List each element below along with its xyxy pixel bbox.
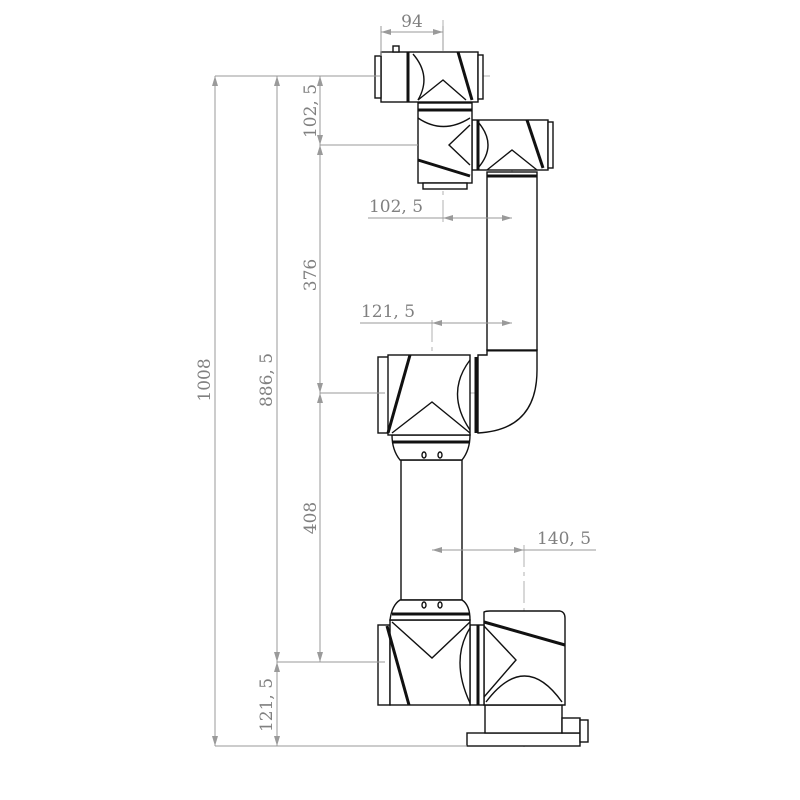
wrist-3 xyxy=(374,45,484,103)
wrist-1 xyxy=(471,119,554,171)
upper-arm xyxy=(389,434,471,621)
dim-wrist-horizontal: 102, 5 xyxy=(369,197,423,217)
base-joint xyxy=(469,610,566,706)
shoulder-joint xyxy=(377,619,471,706)
dim-376: 376 xyxy=(301,259,321,291)
dim-wrist-vertical: 102, 5 xyxy=(301,84,321,138)
dim-base-height: 121, 5 xyxy=(257,678,277,732)
dim-base-offset: 140, 5 xyxy=(537,529,591,549)
dim-886-5: 886, 5 xyxy=(257,353,277,407)
dim-408: 408 xyxy=(301,502,321,534)
dim-1008: 1008 xyxy=(195,358,215,401)
elbow-joint xyxy=(377,348,538,436)
base xyxy=(466,701,589,747)
dim-94: 94 xyxy=(401,12,423,32)
wrist-2 xyxy=(417,102,473,190)
dim-elbow-offset: 121, 5 xyxy=(361,302,415,322)
connector-knurl xyxy=(579,719,589,743)
robot-arm xyxy=(374,45,589,747)
dimensions: 94 1008 886, 5 121, 5 102, 5 376 408 102… xyxy=(195,12,596,747)
